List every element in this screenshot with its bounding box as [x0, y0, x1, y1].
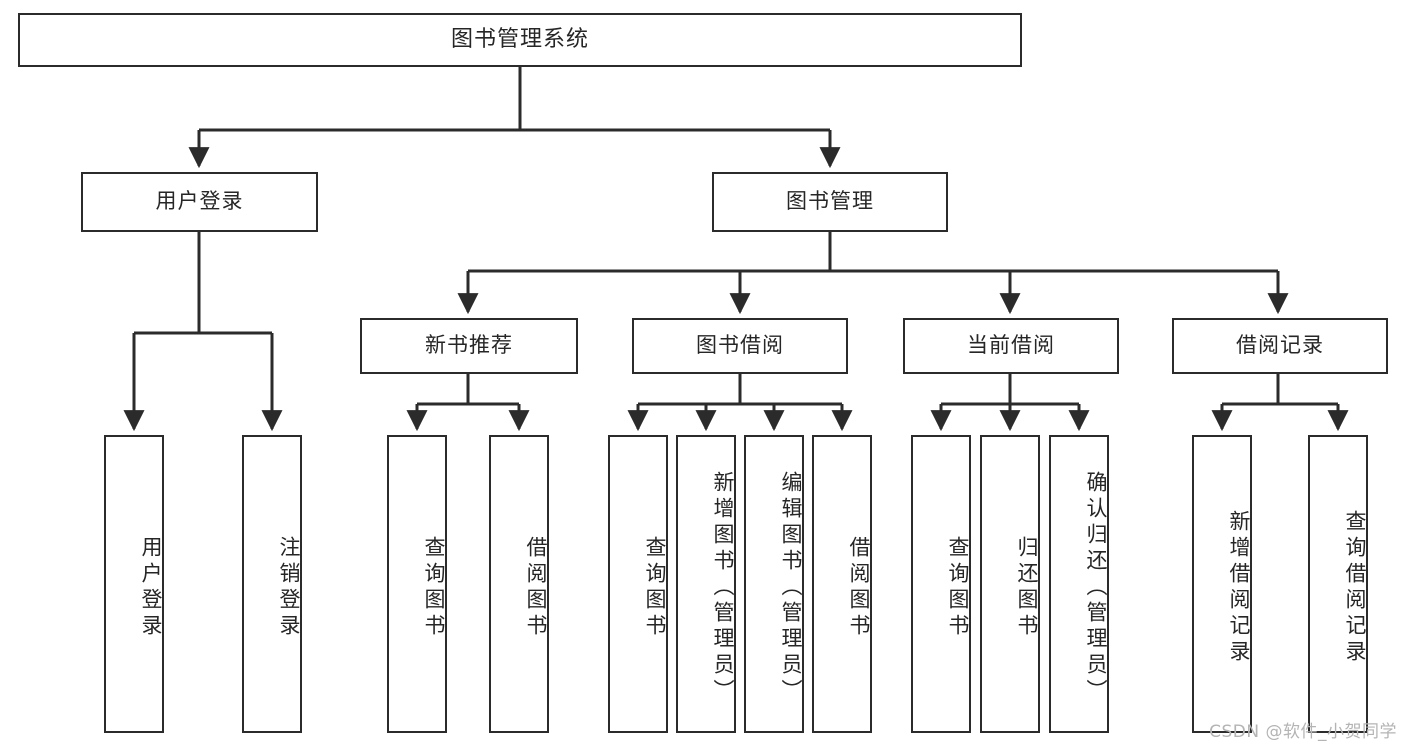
node-label: 注销登录 — [277, 536, 301, 640]
leaf-book-borrow-add-book-admin[interactable]: 新增图书（管理员） — [676, 435, 736, 733]
node-label: 确认归还（管理员） — [1084, 471, 1108, 705]
node-label: 用户登录 — [139, 536, 163, 640]
node-label: 新增借阅记录 — [1227, 510, 1251, 666]
node-current-borrow[interactable]: 当前借阅 — [903, 318, 1119, 374]
node-new-book-recommend[interactable]: 新书推荐 — [360, 318, 578, 374]
leaf-current-borrow-query-book[interactable]: 查询图书 — [911, 435, 971, 733]
node-user-login[interactable]: 用户登录 — [81, 172, 318, 232]
node-label: 查询图书 — [643, 536, 667, 640]
leaf-new-book-borrow-book[interactable]: 借阅图书 — [489, 435, 549, 733]
leaf-current-borrow-confirm-return-admin[interactable]: 确认归还（管理员） — [1049, 435, 1109, 733]
node-label: 图书借阅 — [696, 333, 784, 358]
leaf-book-borrow-edit-book-admin[interactable]: 编辑图书（管理员） — [744, 435, 804, 733]
node-borrow-record[interactable]: 借阅记录 — [1172, 318, 1388, 374]
leaf-current-borrow-return-book[interactable]: 归还图书 — [980, 435, 1040, 733]
node-label: 查询图书 — [946, 536, 970, 640]
leaf-borrow-record-add-record[interactable]: 新增借阅记录 — [1192, 435, 1252, 733]
node-book-borrow[interactable]: 图书借阅 — [632, 318, 848, 374]
csdn-watermark: CSDN @软件_小贺同学 — [1209, 722, 1397, 742]
leaf-user-login-do-login[interactable]: 用户登录 — [104, 435, 164, 733]
node-label: 借阅记录 — [1236, 333, 1324, 358]
leaf-new-book-query-book[interactable]: 查询图书 — [387, 435, 447, 733]
node-label: 编辑图书（管理员） — [779, 471, 803, 705]
node-label: 用户登录 — [155, 189, 244, 214]
node-label: 图书管理 — [786, 189, 874, 214]
leaf-book-borrow-borrow-book[interactable]: 借阅图书 — [812, 435, 872, 733]
node-label: 查询图书 — [422, 536, 446, 640]
leaf-user-login-logout[interactable]: 注销登录 — [242, 435, 302, 733]
node-book-management[interactable]: 图书管理 — [712, 172, 948, 232]
node-label: 借阅图书 — [524, 536, 548, 640]
node-label: 新增图书（管理员） — [711, 471, 735, 705]
node-label: 当前借阅 — [967, 333, 1055, 358]
leaf-borrow-record-query-record[interactable]: 查询借阅记录 — [1308, 435, 1368, 733]
leaf-book-borrow-query-book[interactable]: 查询图书 — [608, 435, 668, 733]
node-label: 借阅图书 — [847, 536, 871, 640]
node-label: 新书推荐 — [425, 333, 513, 358]
node-root-book-management-system[interactable]: 图书管理系统 — [18, 13, 1022, 67]
node-label: 查询借阅记录 — [1343, 510, 1367, 666]
node-label: 图书管理系统 — [450, 26, 589, 52]
node-label: 归还图书 — [1015, 536, 1039, 640]
